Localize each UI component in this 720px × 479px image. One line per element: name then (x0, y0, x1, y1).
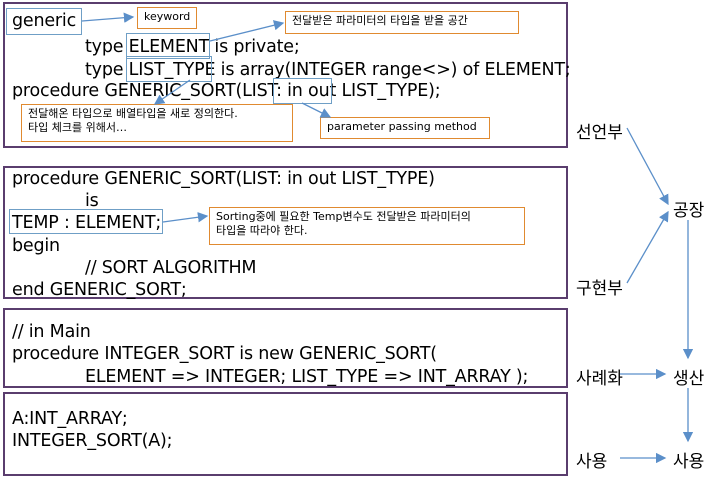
element-type-suffix: is private; (209, 37, 300, 57)
use-label-left: 사용 (576, 452, 608, 472)
implementation-label: 구현부 (576, 279, 623, 299)
list-type-highlight: LIST_TYPE (128, 60, 216, 80)
factory-label: 공장 (673, 201, 705, 221)
list-type-prefix: type (85, 60, 129, 80)
array-declaration: A:INT_ARRAY; (12, 409, 128, 429)
body-end-line: end GENERIC_SORT; (12, 280, 187, 300)
temp-highlight-box (9, 209, 163, 234)
instantiation-panel (3, 308, 568, 388)
sort-call: INTEGER_SORT(A); (12, 431, 173, 451)
generic-keyword: generic (12, 11, 77, 31)
instantiation-line: procedure INTEGER_SORT is new GENERIC_SO… (12, 344, 437, 364)
redefine-array-note: 전달해온 타입으로 배열타입을 새로 정의한다. 타입 체크를 위해서… (21, 104, 293, 142)
procedure-spec-line: procedure GENERIC_SORT(LIST: in out LIST… (12, 80, 441, 102)
use-label-right: 사용 (673, 452, 705, 472)
temp-variable-note: Sorting중에 필요한 Temp변수도 전달받은 파라미터의 타입을 따라야… (209, 207, 525, 245)
passing-method-note: parameter passing method (320, 117, 490, 139)
instantiation-label: 사례화 (576, 369, 623, 389)
temp-declaration: TEMP : ELEMENT; (12, 213, 162, 233)
implementation-to-factory (626, 210, 669, 284)
generic-actuals-line: ELEMENT => INTEGER; LIST_TYPE => INT_ARR… (85, 367, 529, 387)
declaration-to-factory (626, 127, 669, 206)
list-type-highlight-box (126, 56, 212, 82)
body-is-line: is (85, 191, 99, 211)
generic-keyword-box (6, 8, 82, 35)
body-procedure-line: procedure GENERIC_SORT(LIST: in out LIST… (12, 169, 435, 189)
in-out-highlight-box (273, 78, 332, 104)
in-out-highlight: in out (287, 81, 337, 101)
main-comment: // in Main (12, 322, 91, 342)
element-type-prefix: type (85, 37, 129, 57)
element-highlight: ELEMENT (128, 37, 210, 57)
keyword-note: keyword (137, 7, 197, 29)
procedure-spec-suffix: LIST_TYPE); (336, 81, 441, 101)
element-highlight-box (126, 33, 210, 59)
element-type-line: type ELEMENT is private; (85, 36, 300, 58)
production-label: 생산 (673, 369, 705, 389)
param-space-note: 전달받은 파라미터의 타입을 받을 공간 (285, 11, 519, 34)
body-begin-line: begin (12, 236, 60, 256)
usage-panel (3, 392, 568, 476)
sort-algorithm-comment: // SORT ALGORITHM (85, 258, 257, 278)
declaration-label: 선언부 (576, 123, 623, 143)
list-type-suffix: is array(INTEGER range<>) of ELEMENT; (215, 60, 571, 80)
procedure-spec-prefix: procedure GENERIC_SORT(LIST: (12, 81, 288, 101)
list-type-line: type LIST_TYPE is array(INTEGER range<>)… (85, 59, 571, 81)
